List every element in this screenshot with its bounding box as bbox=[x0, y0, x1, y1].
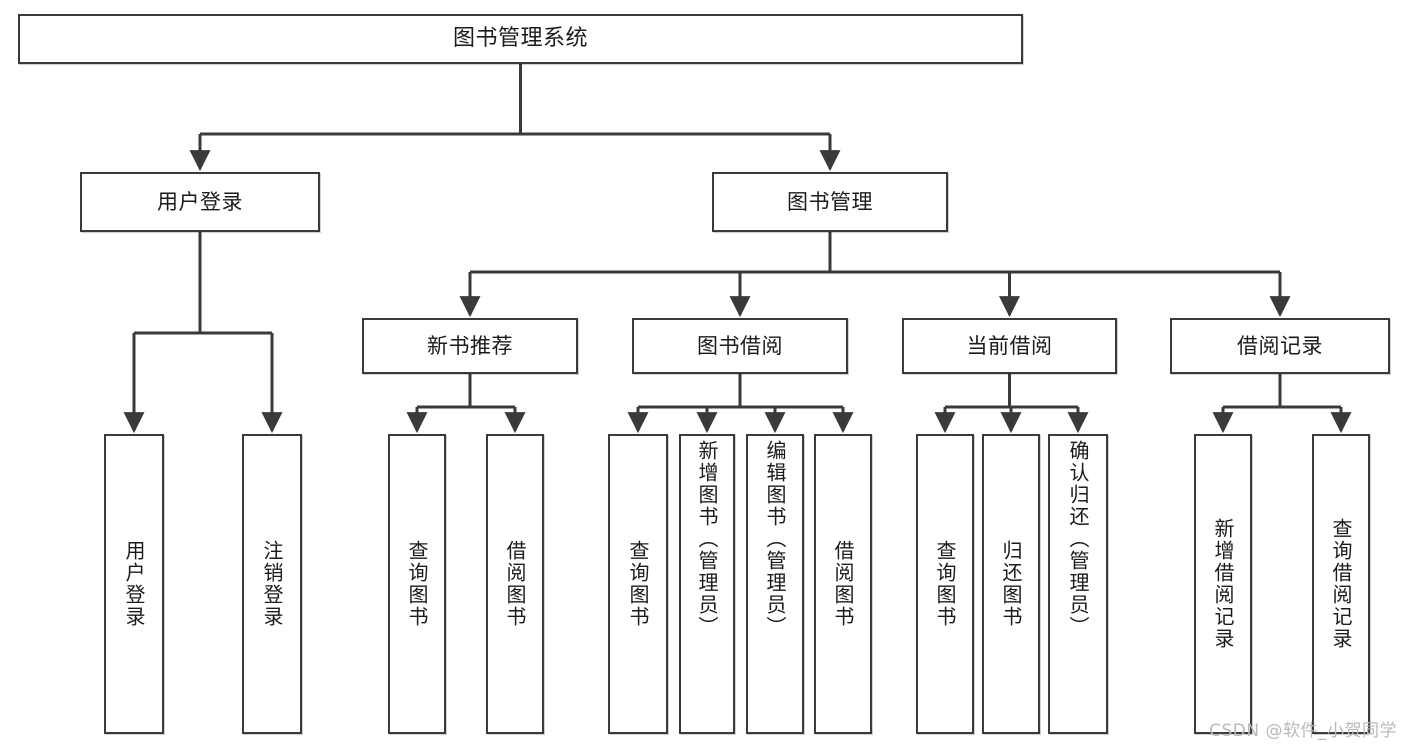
node-l3-新书推荐-0[interactable]: 新书推荐 bbox=[362, 318, 578, 374]
node-l3-借阅记录-3[interactable]: 借阅记录 bbox=[1170, 318, 1390, 374]
node-label: 新增图书（管理员） bbox=[695, 440, 719, 638]
node-label: 用户登录 bbox=[122, 540, 146, 628]
node-label: 归还图书 bbox=[999, 540, 1023, 628]
node-l3-当前借阅-2[interactable]: 当前借阅 bbox=[902, 318, 1117, 374]
node-label: 图书借阅 bbox=[697, 333, 783, 358]
node-leaf-借阅图书-3[interactable]: 借阅图书 bbox=[486, 434, 544, 734]
node-leaf-确认归还管理员-10[interactable]: 确认归还（管理员） bbox=[1048, 434, 1108, 734]
node-leaf-查询借阅记录-12[interactable]: 查询借阅记录 bbox=[1312, 434, 1370, 734]
node-leaf-查询图书-4[interactable]: 查询图书 bbox=[608, 434, 668, 734]
node-label: 确认归还（管理员） bbox=[1066, 440, 1090, 638]
node-l2-用户登录-0[interactable]: 用户登录 bbox=[80, 172, 320, 232]
node-leaf-编辑图书管理员-6[interactable]: 编辑图书（管理员） bbox=[746, 434, 804, 734]
node-leaf-查询图书-2[interactable]: 查询图书 bbox=[388, 434, 446, 734]
watermark: CSDN @软件_小贺同学 bbox=[1209, 721, 1397, 741]
node-label: 借阅图书 bbox=[503, 540, 527, 628]
node-label: 借阅图书 bbox=[831, 540, 855, 628]
node-label: 注销登录 bbox=[260, 540, 284, 628]
node-root-图书管理系统[interactable]: 图书管理系统 bbox=[18, 14, 1023, 64]
node-l2-图书管理-1[interactable]: 图书管理 bbox=[712, 172, 948, 232]
node-label: 新书推荐 bbox=[427, 333, 513, 358]
node-label: 查询图书 bbox=[626, 540, 650, 628]
node-label: 用户登录 bbox=[157, 189, 243, 214]
node-label: 借阅记录 bbox=[1237, 333, 1323, 358]
node-leaf-归还图书-9[interactable]: 归还图书 bbox=[982, 434, 1040, 734]
node-label: 编辑图书（管理员） bbox=[763, 440, 787, 638]
node-label: 查询图书 bbox=[933, 540, 957, 628]
node-label: 图书管理系统 bbox=[452, 26, 588, 52]
node-label: 查询图书 bbox=[405, 540, 429, 628]
node-label: 新增借阅记录 bbox=[1211, 518, 1235, 650]
node-leaf-新增图书管理员-5[interactable]: 新增图书（管理员） bbox=[679, 434, 735, 734]
node-l3-图书借阅-1[interactable]: 图书借阅 bbox=[632, 318, 848, 374]
node-leaf-用户登录-0[interactable]: 用户登录 bbox=[104, 434, 164, 734]
node-leaf-借阅图书-7[interactable]: 借阅图书 bbox=[814, 434, 872, 734]
node-leaf-新增借阅记录-11[interactable]: 新增借阅记录 bbox=[1194, 434, 1252, 734]
node-label: 当前借阅 bbox=[966, 333, 1053, 358]
node-label: 图书管理 bbox=[787, 189, 873, 214]
node-leaf-查询图书-8[interactable]: 查询图书 bbox=[916, 434, 974, 734]
node-leaf-注销登录-1[interactable]: 注销登录 bbox=[242, 434, 302, 734]
node-label: 查询借阅记录 bbox=[1329, 518, 1353, 650]
